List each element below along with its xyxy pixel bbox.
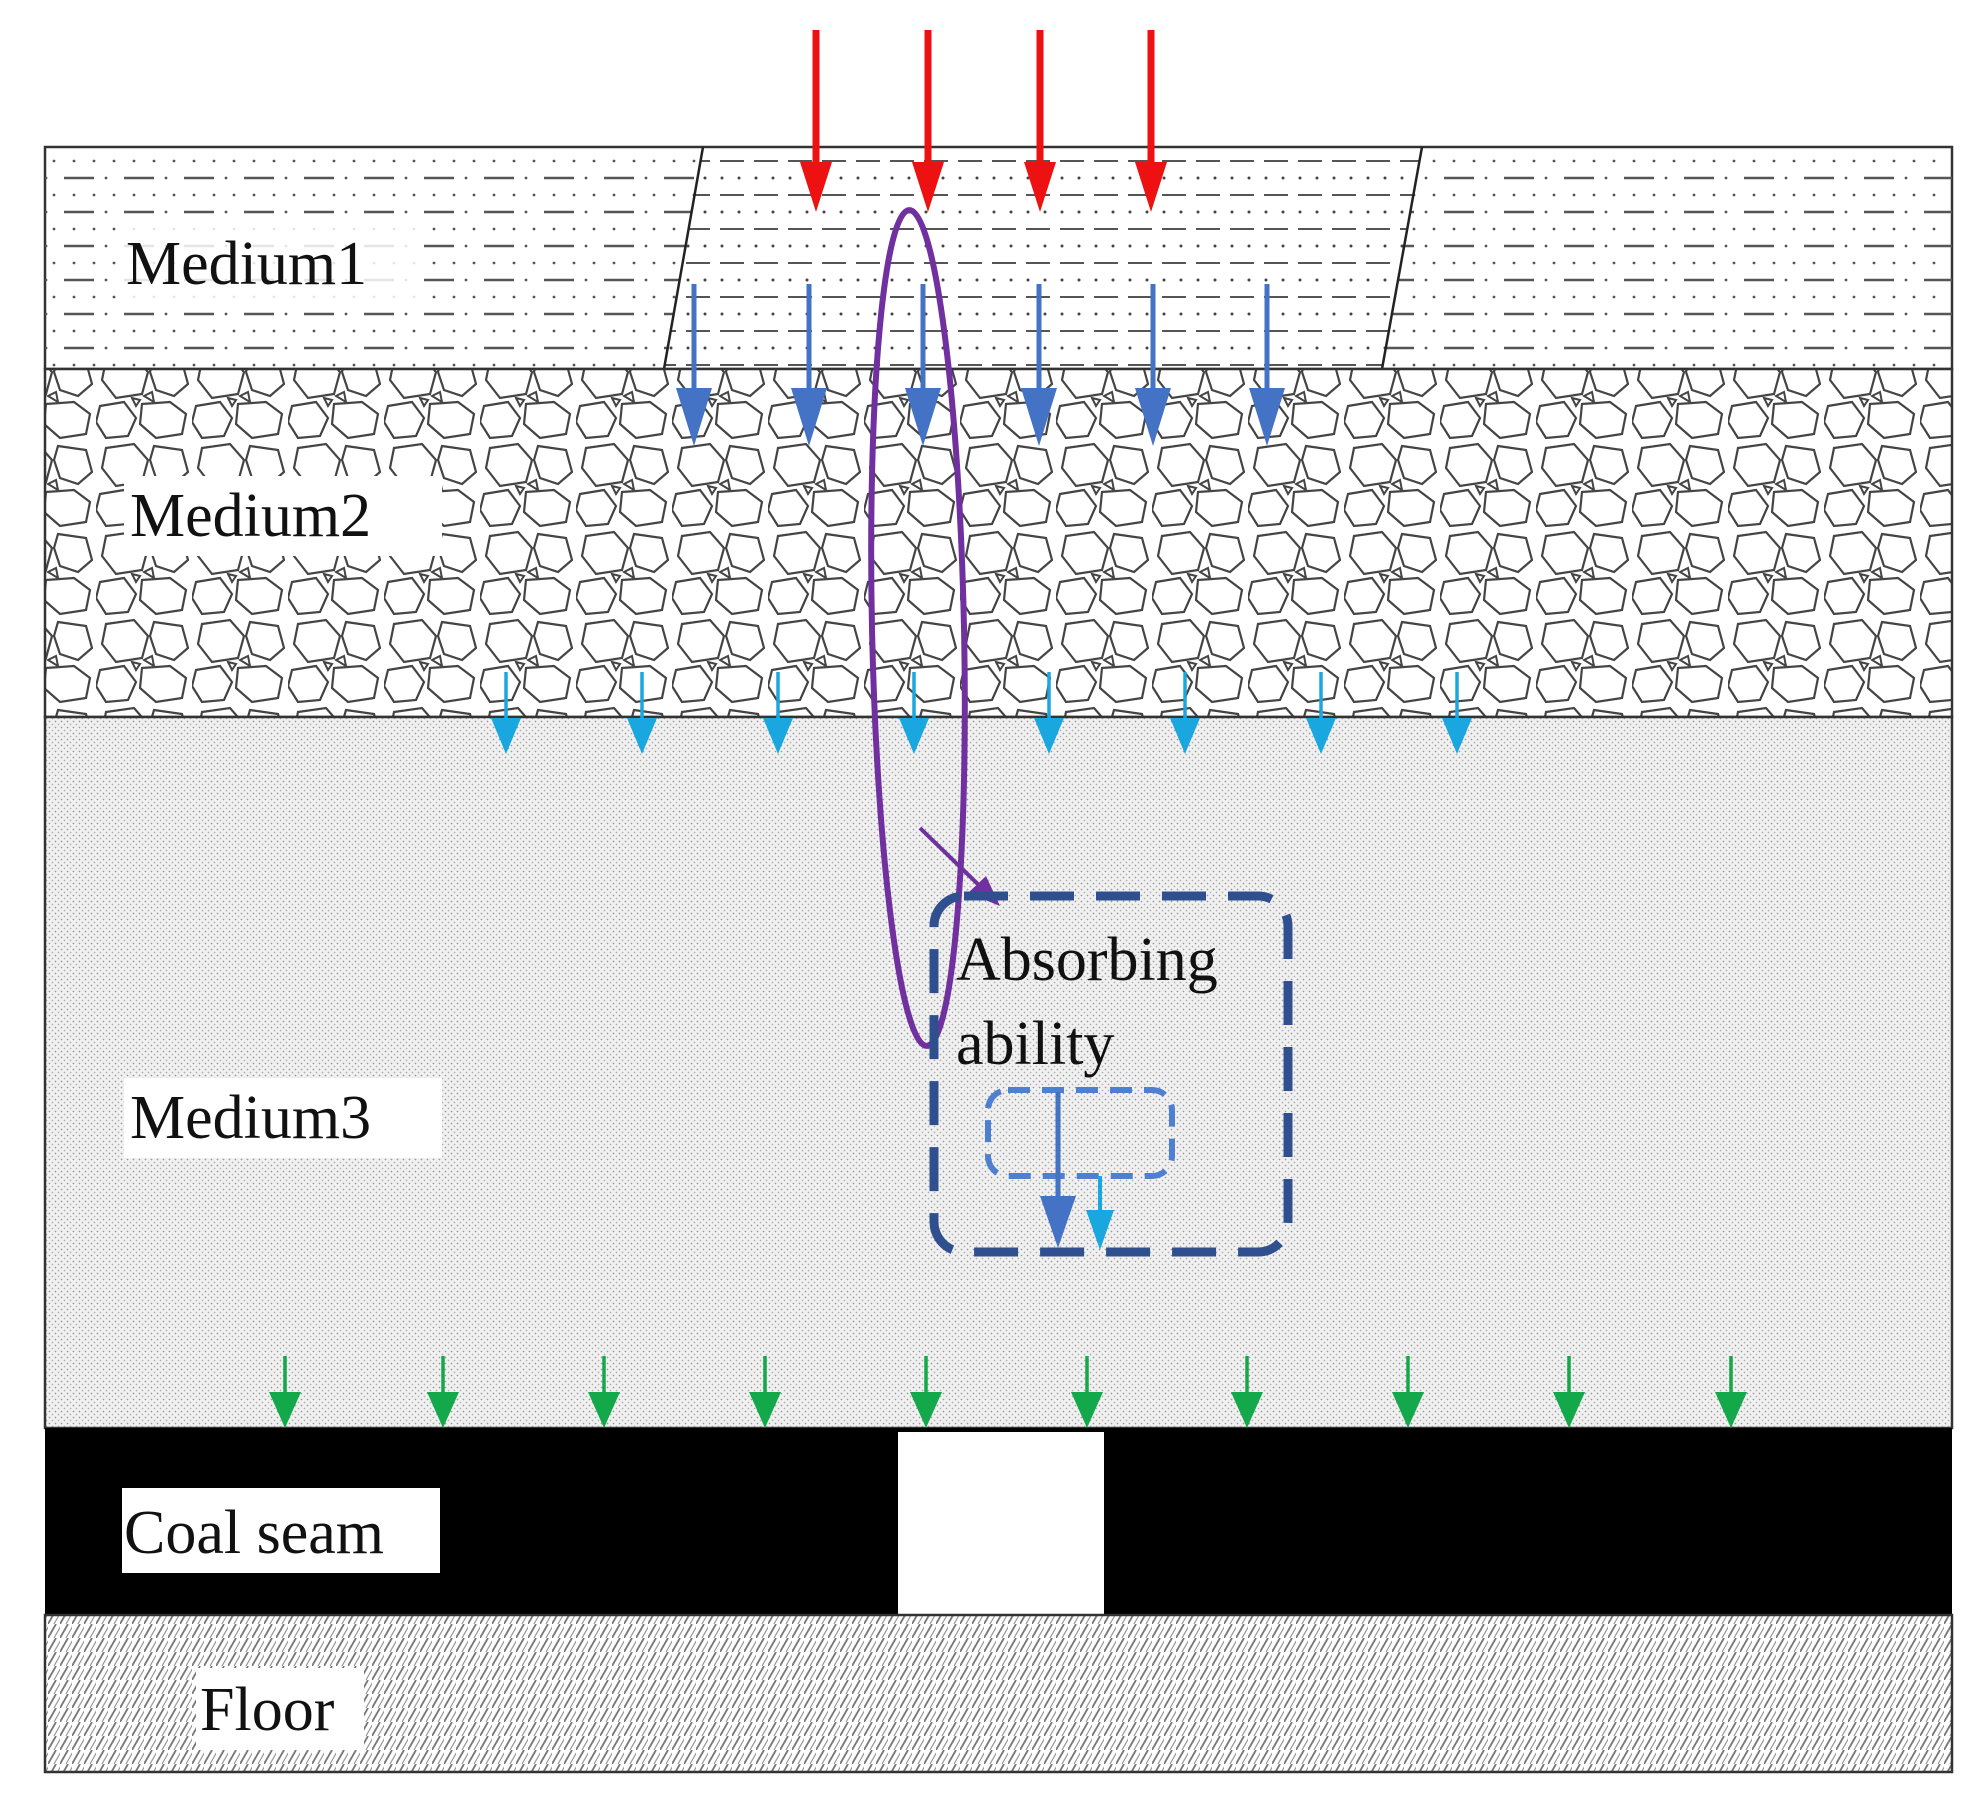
load-arrow: [1024, 30, 1056, 212]
medium1-arrow: [791, 284, 827, 446]
medium3-arrow: [588, 1356, 620, 1428]
medium2-arrow: [763, 672, 793, 754]
load-arrow: [800, 30, 832, 212]
inner-arrow-light: [1086, 1210, 1114, 1250]
medium2-arrow: [627, 672, 657, 754]
medium1-arrow: [676, 284, 712, 446]
label-medium3: Medium3: [130, 1084, 371, 1152]
inner-dashed-box: [985, 1087, 1175, 1179]
inner-arrow-dark: [1040, 1196, 1076, 1248]
medium2-arrow: [1170, 672, 1200, 754]
callout-line1: Absorbing: [956, 926, 1218, 994]
label-medium2: Medium2: [130, 482, 371, 550]
medium3-arrow: [1392, 1356, 1424, 1428]
label-coal-seam: Coal seam: [124, 1499, 384, 1567]
medium2-arrow: [899, 672, 929, 754]
medium2-arrow: [1442, 672, 1472, 754]
medium3-layer: [43, 715, 1954, 1430]
medium2-transfer-arrows: [491, 672, 1472, 754]
highlight-ellipse: [868, 207, 968, 1049]
medium1-arrow: [905, 284, 941, 446]
medium1-arrow: [1135, 284, 1171, 446]
medium3-arrow: [1553, 1356, 1585, 1428]
layer-labels: Medium1 Medium2 Medium3 Coal seam Floor: [118, 223, 442, 1750]
medium1-arrow: [1021, 284, 1057, 446]
medium3-arrow: [749, 1356, 781, 1428]
medium2-arrow: [1034, 672, 1064, 754]
fault-line-right: [1380, 146, 1424, 370]
medium3-arrow: [1231, 1356, 1263, 1428]
medium3-arrow: [427, 1356, 459, 1428]
absorbing-ability-callout: Absorbing ability: [929, 891, 1293, 1257]
label-medium1: Medium1: [126, 230, 367, 298]
load-arrow: [912, 30, 944, 212]
load-arrows: [800, 30, 1167, 212]
medium1-transfer-arrows: [676, 284, 1285, 446]
fault-line-left: [662, 146, 705, 370]
medium3-arrow: [269, 1356, 301, 1428]
medium1-arrow: [1249, 284, 1285, 446]
medium2-arrow: [491, 672, 521, 754]
excavated-gap: [898, 1432, 1104, 1615]
medium2-arrow: [1306, 672, 1336, 754]
medium3-arrow: [910, 1356, 942, 1428]
label-floor: Floor: [200, 1676, 335, 1744]
callout-line2: ability: [956, 1010, 1114, 1078]
medium3-transfer-arrows: [269, 1356, 1747, 1428]
ellipse-pointer: [918, 826, 988, 894]
load-arrow: [1135, 30, 1167, 212]
medium3-arrow: [1071, 1356, 1103, 1428]
medium3-arrow: [1715, 1356, 1747, 1428]
